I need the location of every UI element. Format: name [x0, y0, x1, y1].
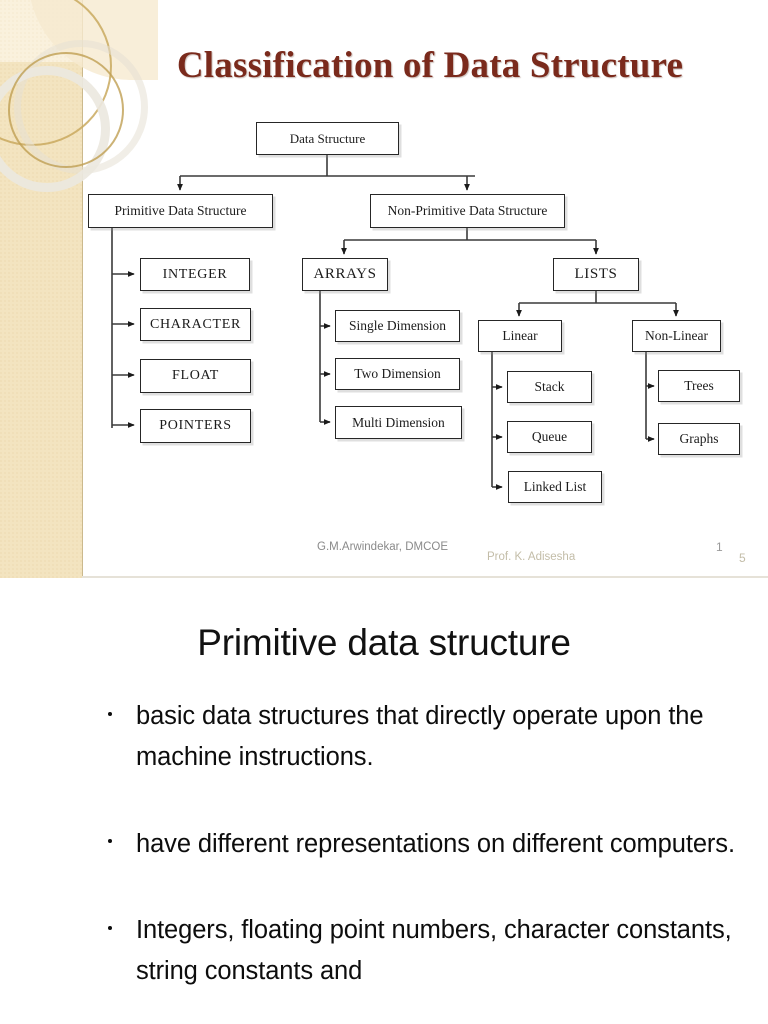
bullet-dot-icon [108, 926, 112, 931]
node-graphs[interactable]: Graphs [658, 423, 740, 455]
list-item: basic data structures that directly oper… [100, 696, 740, 778]
slide-title: Classification of Data Structure [176, 45, 684, 86]
bullet-list: basic data structures that directly oper… [100, 696, 740, 1024]
body-content-area: Primitive data structure basic data stru… [0, 578, 768, 1024]
classification-diagram: Data Structure Primitive Data Structure … [88, 122, 740, 503]
slide-canvas: Classification of Data Structure [0, 0, 768, 578]
node-linear[interactable]: Linear [478, 320, 562, 352]
diagram-connectors [111, 155, 679, 490]
node-queue[interactable]: Queue [507, 421, 592, 453]
credit-author-center: Prof. K. Adisesha [487, 551, 576, 563]
node-character[interactable]: CHARACTER [140, 308, 251, 341]
bullet-dot-icon [108, 711, 112, 716]
node-two-dimension[interactable]: Two Dimension [335, 358, 460, 390]
list-item-text: basic data structures that directly oper… [136, 702, 704, 771]
credit-author-left: G.M.Arwindekar, DMCOE [317, 541, 448, 553]
bullet-dot-icon [108, 839, 112, 844]
page-number-primary: 1 [716, 540, 723, 554]
node-float[interactable]: FLOAT [140, 359, 251, 393]
node-arrays[interactable]: ARRAYS [302, 258, 388, 291]
node-linked-list[interactable]: Linked List [508, 471, 602, 503]
node-non-primitive-data-structure[interactable]: Non-Primitive Data Structure [370, 194, 565, 228]
node-pointers[interactable]: POINTERS [140, 409, 251, 443]
decorative-band [0, 0, 158, 578]
list-item: Integers, floating point numbers, charac… [100, 910, 740, 992]
node-trees[interactable]: Trees [658, 370, 740, 402]
node-primitive-data-structure[interactable]: Primitive Data Structure [88, 194, 273, 228]
node-integer[interactable]: INTEGER [140, 258, 250, 291]
node-stack[interactable]: Stack [507, 371, 592, 403]
list-item: have different representations on differ… [100, 824, 740, 865]
node-lists[interactable]: LISTS [553, 258, 639, 291]
slide-bottom-divider [82, 576, 768, 578]
list-item-text: have different representations on differ… [136, 829, 735, 858]
node-data-structure[interactable]: Data Structure [256, 122, 399, 155]
body-heading: Primitive data structure [197, 622, 571, 663]
node-non-linear[interactable]: Non-Linear [632, 320, 721, 352]
list-item-text: Integers, floating point numbers, charac… [136, 916, 732, 986]
node-multi-dimension[interactable]: Multi Dimension [335, 406, 462, 439]
page-number-secondary: 5 [739, 551, 746, 565]
decorative-gold-ring-medium-icon [8, 52, 124, 168]
node-single-dimension[interactable]: Single Dimension [335, 310, 460, 342]
